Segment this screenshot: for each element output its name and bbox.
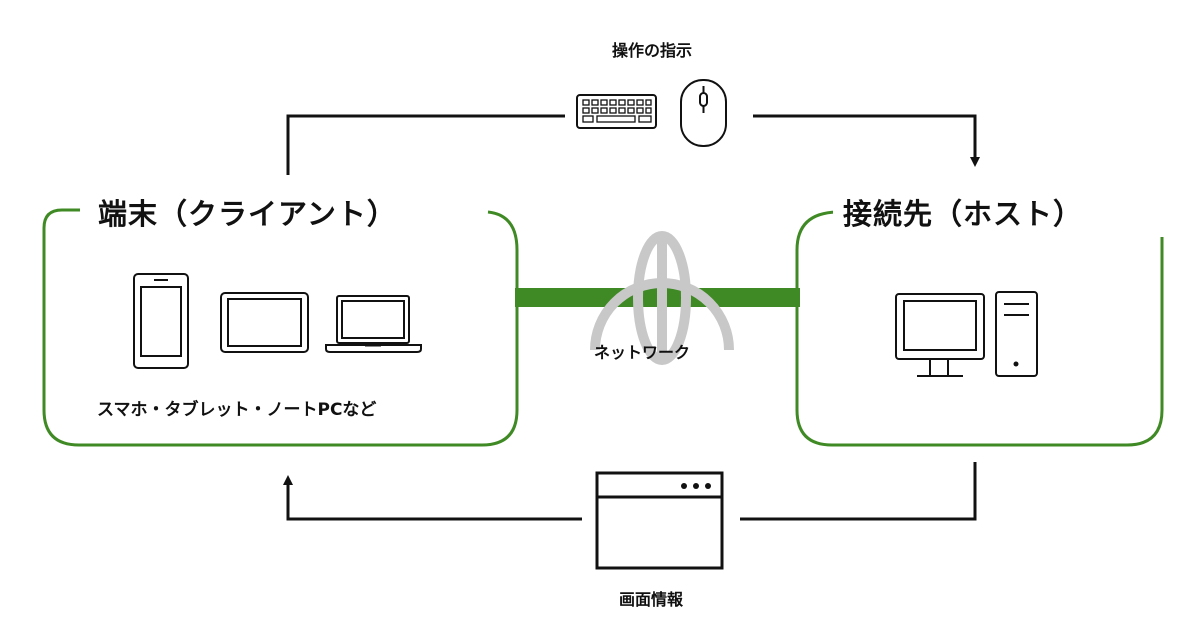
window-icon	[595, 471, 724, 570]
host-box	[795, 210, 1164, 447]
operation-label: 操作の指示	[612, 41, 693, 60]
operation-flow	[286, 114, 980, 175]
host-title: 接続先（ホスト）	[833, 200, 1094, 229]
client-devices-label: スマホ・タブレット・ノートPCなど	[97, 400, 377, 420]
globe-icon	[590, 231, 734, 365]
client-box	[42, 208, 519, 447]
monitor-icon	[895, 293, 985, 377]
screen-info-label: 画面情報	[619, 590, 684, 609]
screen-info-flow	[283, 462, 977, 521]
smartphone-icon	[133, 273, 189, 369]
laptop-icon	[325, 295, 422, 353]
keyboard-icon	[576, 94, 657, 129]
tablet-icon	[220, 292, 309, 353]
mouse-icon	[680, 79, 727, 147]
pc-tower-icon	[995, 291, 1038, 377]
client-title: 端末（クライアント）	[88, 200, 407, 229]
network-label: ネットワーク	[594, 343, 691, 362]
